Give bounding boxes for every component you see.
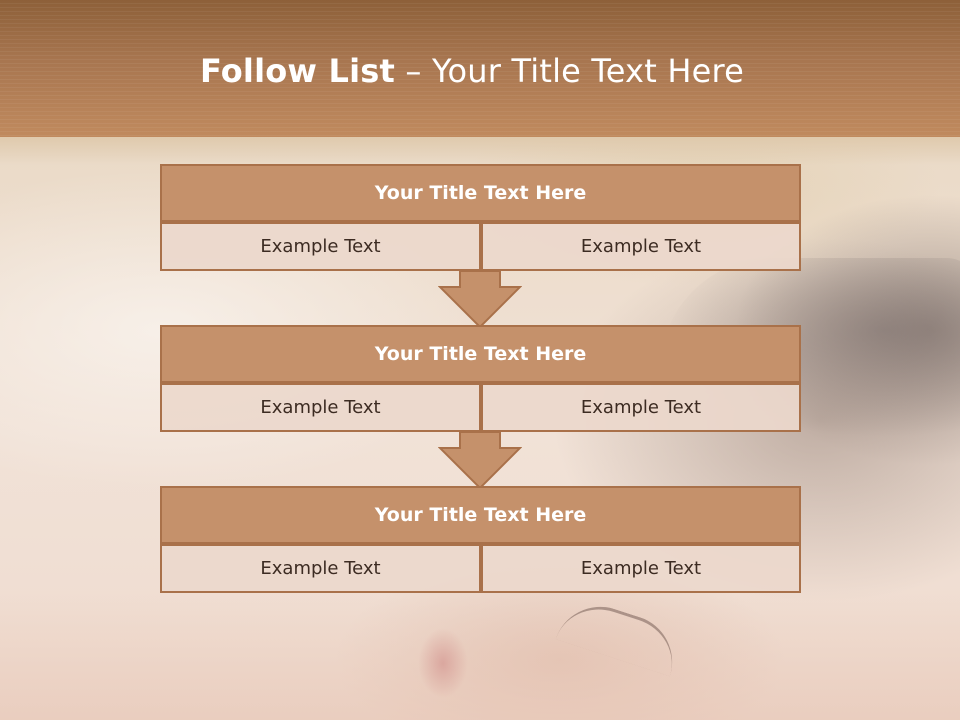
block-cell-right: Example Text	[481, 222, 801, 271]
block-cell-right: Example Text	[481, 383, 801, 432]
down-arrow-icon	[438, 271, 522, 329]
slide-title-bold: Follow List	[199, 52, 396, 90]
block-cell-right: Example Text	[481, 544, 801, 593]
block-title: Your Title Text Here	[160, 164, 801, 222]
slide-title-rest: – Your Title Text Here	[395, 52, 745, 90]
header-texture	[0, 0, 960, 137]
background-photo-face	[0, 590, 960, 720]
header-fade	[0, 137, 960, 165]
header-bar	[0, 0, 960, 137]
block-title: Your Title Text Here	[160, 486, 801, 544]
block-cell-left: Example Text	[160, 544, 481, 593]
block-cell-left: Example Text	[160, 383, 481, 432]
slide-title: Follow List – Your Title Text Here	[0, 52, 944, 90]
block-cell-left: Example Text	[160, 222, 481, 271]
background-photo-lips	[418, 628, 468, 698]
block-title: Your Title Text Here	[160, 325, 801, 383]
down-arrow-icon	[438, 432, 522, 490]
